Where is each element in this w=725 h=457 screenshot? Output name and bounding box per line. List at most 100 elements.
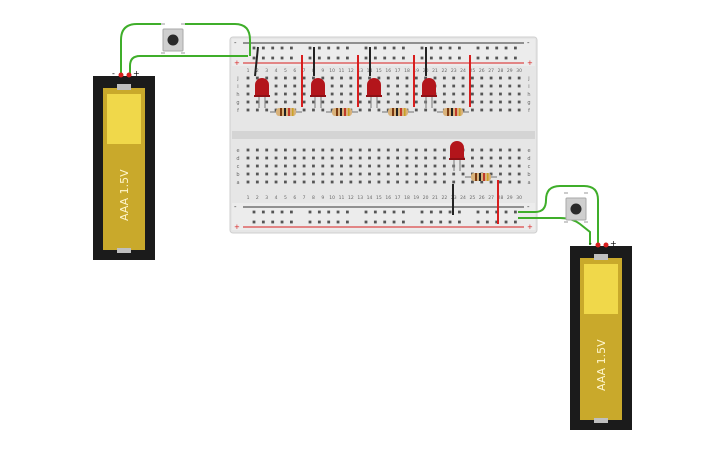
wire-battery-left-to-button[interactable] [120, 23, 161, 76]
rail-hole[interactable] [458, 56, 461, 60]
breadboard-hole[interactable] [480, 180, 484, 184]
breadboard-hole[interactable] [358, 156, 362, 160]
breadboard-hole[interactable] [265, 148, 269, 152]
breadboard-hole[interactable] [471, 148, 474, 152]
breadboard-hole[interactable] [330, 100, 334, 104]
breadboard-hole[interactable] [471, 76, 474, 80]
breadboard-hole[interactable] [461, 164, 465, 168]
breadboard-hole[interactable] [424, 172, 428, 176]
breadboard-hole[interactable] [386, 172, 390, 176]
breadboard-hole[interactable] [461, 180, 465, 184]
breadboard-hole[interactable] [312, 172, 315, 176]
breadboard-hole[interactable] [255, 76, 259, 80]
breadboard-hole[interactable] [358, 172, 362, 176]
breadboard-hole[interactable] [340, 100, 343, 104]
breadboard-hole[interactable] [340, 92, 343, 96]
breadboard-hole[interactable] [284, 164, 287, 168]
rail-hole[interactable] [476, 56, 480, 60]
rail-hole[interactable] [392, 210, 396, 214]
rail-hole[interactable] [420, 46, 424, 50]
breadboard-hole[interactable] [508, 92, 512, 96]
breadboard-hole[interactable] [508, 108, 512, 112]
breadboard-hole[interactable] [396, 76, 399, 80]
breadboard-hole[interactable] [312, 76, 315, 80]
breadboard-hole[interactable] [480, 108, 484, 112]
rail-hole[interactable] [514, 46, 517, 50]
breadboard-hole[interactable] [414, 108, 418, 112]
rail-hole[interactable] [327, 210, 331, 214]
rail-hole[interactable] [308, 210, 312, 214]
rail-hole[interactable] [476, 220, 480, 224]
breadboard-hole[interactable] [293, 180, 297, 184]
rail-hole[interactable] [373, 210, 377, 214]
rail-hole[interactable] [271, 220, 275, 224]
rail-hole[interactable] [458, 46, 461, 50]
breadboard-hole[interactable] [330, 84, 334, 88]
breadboard-hole[interactable] [321, 100, 325, 104]
breadboard-hole[interactable] [396, 156, 399, 160]
breadboard-hole[interactable] [377, 148, 381, 152]
breadboard-hole[interactable] [386, 84, 390, 88]
wire-breadboard-to-right-button[interactable] [518, 185, 599, 245]
breadboard-hole[interactable] [349, 156, 353, 160]
breadboard-hole[interactable] [368, 100, 371, 104]
rail-hole[interactable] [485, 220, 489, 224]
breadboard-hole[interactable] [442, 164, 446, 168]
breadboard-hole[interactable] [386, 148, 390, 152]
led-4[interactable] [421, 78, 437, 108]
breadboard-hole[interactable] [499, 100, 502, 104]
rail-hole[interactable] [327, 46, 331, 50]
breadboard-hole[interactable] [293, 92, 297, 96]
breadboard-hole[interactable] [302, 172, 306, 176]
breadboard-hole[interactable] [480, 164, 484, 168]
rail-hole[interactable] [504, 46, 508, 50]
breadboard-hole[interactable] [349, 92, 353, 96]
breadboard-hole[interactable] [517, 148, 521, 152]
breadboard-hole[interactable] [452, 84, 456, 88]
rail-hole[interactable] [448, 210, 452, 214]
breadboard-hole[interactable] [386, 164, 390, 168]
breadboard-hole[interactable] [274, 180, 278, 184]
breadboard-hole[interactable] [405, 164, 409, 168]
breadboard[interactable]: - - + + - - + + 112233445566778899101011… [229, 36, 538, 234]
breadboard-hole[interactable] [499, 156, 502, 160]
rail-hole[interactable] [308, 56, 312, 60]
rail-hole[interactable] [336, 210, 340, 214]
breadboard-hole[interactable] [358, 108, 362, 112]
rail-hole[interactable] [317, 46, 321, 50]
breadboard-hole[interactable] [246, 108, 250, 112]
breadboard-hole[interactable] [255, 164, 259, 168]
rail-hole[interactable] [392, 46, 396, 50]
breadboard-hole[interactable] [293, 148, 297, 152]
breadboard-hole[interactable] [368, 164, 371, 168]
rail-hole[interactable] [346, 46, 349, 50]
breadboard-hole[interactable] [340, 156, 343, 160]
breadboard-hole[interactable] [433, 156, 437, 160]
rail-hole[interactable] [429, 56, 433, 60]
breadboard-hole[interactable] [489, 92, 493, 96]
breadboard-hole[interactable] [480, 100, 484, 104]
rail-hole[interactable] [402, 210, 405, 214]
rail-hole[interactable] [261, 56, 265, 60]
breadboard-hole[interactable] [302, 100, 306, 104]
breadboard-hole[interactable] [349, 180, 353, 184]
breadboard-hole[interactable] [265, 76, 269, 80]
breadboard-hole[interactable] [321, 76, 325, 80]
breadboard-hole[interactable] [358, 164, 362, 168]
breadboard-hole[interactable] [246, 164, 250, 168]
breadboard-hole[interactable] [330, 156, 334, 160]
breadboard-hole[interactable] [489, 164, 493, 168]
rail-hole[interactable] [514, 210, 517, 214]
breadboard-hole[interactable] [284, 156, 287, 160]
breadboard-hole[interactable] [433, 148, 437, 152]
rail-hole[interactable] [308, 46, 312, 50]
rail-hole[interactable] [346, 56, 349, 60]
breadboard-hole[interactable] [321, 108, 325, 112]
breadboard-hole[interactable] [368, 108, 371, 112]
breadboard-hole[interactable] [349, 100, 353, 104]
breadboard-hole[interactable] [246, 76, 250, 80]
rail-hole[interactable] [420, 220, 424, 224]
breadboard-hole[interactable] [433, 76, 437, 80]
breadboard-hole[interactable] [405, 172, 409, 176]
breadboard-hole[interactable] [489, 156, 493, 160]
